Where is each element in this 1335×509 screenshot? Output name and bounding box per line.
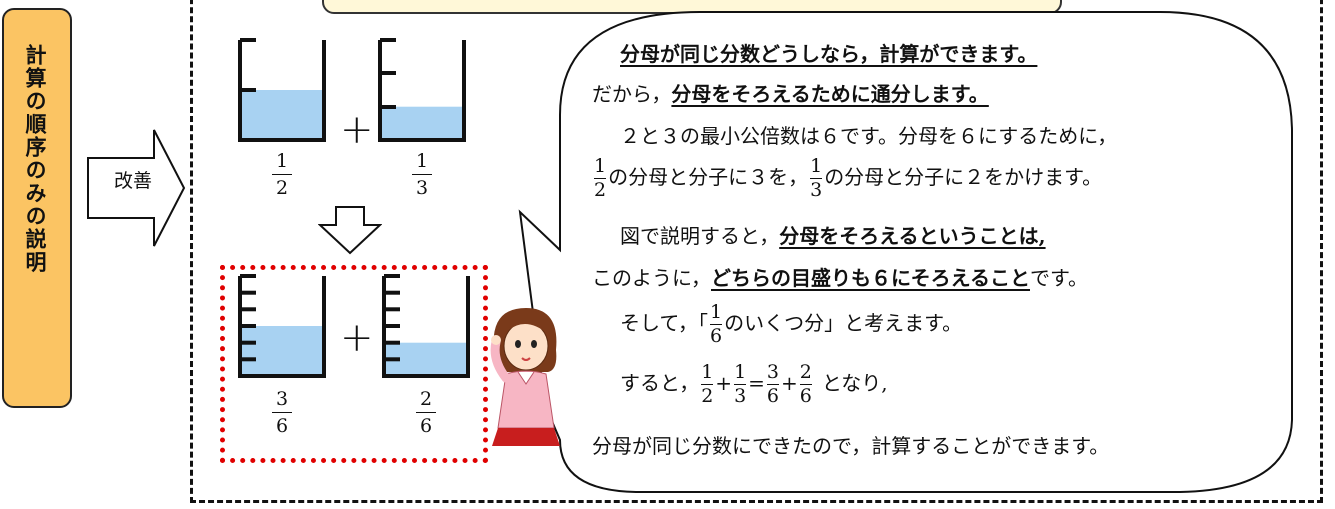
improvement-label: 改善	[113, 170, 152, 192]
beaker-half-top	[238, 38, 326, 142]
beaker-water-third	[380, 106, 464, 140]
explanation-line-1: 分母が同じ分数どうしなら，計算ができます。	[620, 42, 1038, 66]
plus-sign: +	[340, 107, 374, 153]
highlight-dotted-box	[220, 265, 488, 463]
explanation-line-5: 図で説明すると，分母をそろえるということは,	[620, 224, 1046, 248]
improvement-arrow-icon	[87, 129, 186, 247]
explanation-frame	[190, 0, 1323, 503]
teacher-girl-icon	[490, 308, 560, 446]
beaker-third-top	[378, 38, 466, 142]
explanation-line-3: ２と３の最小公倍数は６です。分母を６にするために，	[620, 124, 1118, 148]
down-arrow-icon	[318, 206, 382, 255]
beaker-three-sixths	[238, 274, 326, 378]
explanation-line-2: だから，分母をそろえるために通分します。	[592, 82, 989, 106]
explanation-line-9: 分母が同じ分数にできたので，計算することができます。	[592, 434, 1110, 458]
beaker-water-half	[240, 90, 324, 140]
beaker-water-three-sixths	[240, 326, 324, 376]
explanation-line-6: このように，どちらの目盛りも６にそろえることです。	[592, 266, 1088, 290]
method-label: 計算の順序のみの説明	[2, 8, 72, 408]
beaker-two-sixths	[382, 274, 470, 378]
plus-sign: +	[340, 315, 374, 361]
method-label-text: 計算の順序のみの説明	[23, 44, 47, 274]
